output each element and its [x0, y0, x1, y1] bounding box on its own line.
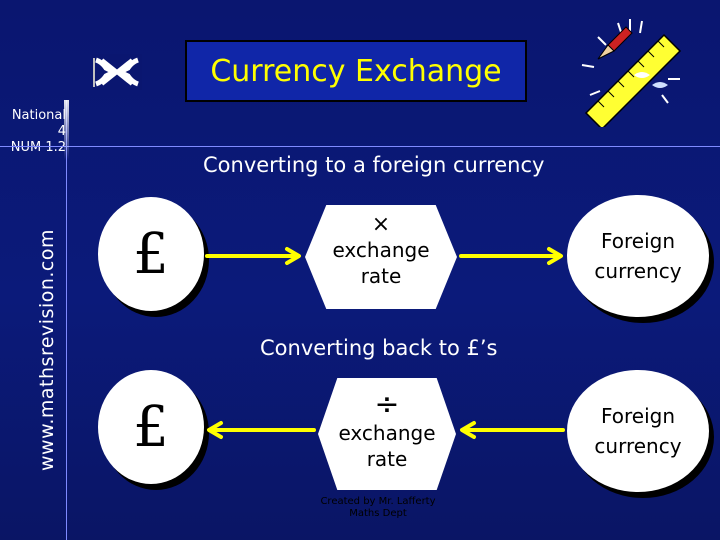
foreign-label-line1: Foreign: [594, 401, 681, 431]
divide-symbol: ÷: [318, 390, 456, 420]
foreign-label-line2: currency: [594, 256, 681, 286]
scottish-flag-icon: [92, 54, 142, 90]
foreign-label-line1: Foreign: [594, 226, 681, 256]
credit-line1: Created by Mr. Lafferty: [300, 496, 456, 508]
course-level-line1: National 4: [0, 108, 66, 140]
pound-symbol: £: [133, 395, 169, 460]
converting-back-heading: Converting back to £’s: [260, 336, 498, 360]
pound-symbol: £: [133, 222, 169, 287]
ruler-pencil-icon: [568, 15, 696, 127]
header-divider: [0, 146, 720, 147]
arrow-foreign-to-divide: [462, 423, 563, 437]
foreign-currency-circle-top: Foreign currency: [567, 195, 709, 317]
credit-line2: Maths Dept: [300, 508, 456, 520]
divide-label-line2: rate: [318, 446, 456, 472]
multiply-exchange-rate-box: × exchange rate: [305, 205, 457, 309]
arrow-pound-to-multiply: [207, 249, 299, 263]
sidebar-divider: [66, 100, 67, 540]
course-level-label: National 4 NUM 1.2: [0, 108, 66, 156]
pound-circle-bottom: £: [98, 370, 204, 484]
title-banner: Currency Exchange: [185, 40, 527, 102]
divide-label-line1: exchange: [318, 420, 456, 446]
multiply-label-line1: exchange: [305, 237, 457, 263]
credits: Created by Mr. Lafferty Maths Dept: [300, 496, 456, 520]
divider-glow: [64, 100, 69, 160]
pound-circle-top: £: [98, 197, 204, 311]
foreign-currency-circle-bottom: Foreign currency: [567, 370, 709, 492]
converting-to-heading: Converting to a foreign currency: [203, 153, 544, 177]
arrow-multiply-to-foreign: [461, 249, 561, 263]
course-level-line2: NUM 1.2: [0, 140, 66, 156]
page-title: Currency Exchange: [210, 54, 501, 89]
divide-exchange-rate-box: ÷ exchange rate: [318, 378, 456, 490]
multiply-symbol: ×: [305, 213, 457, 237]
site-url-label: www.mathsrevision.com: [37, 197, 57, 502]
foreign-label-line2: currency: [594, 431, 681, 461]
arrow-divide-to-pound: [209, 423, 314, 437]
site-url-text: www.mathsrevision.com: [36, 228, 58, 470]
multiply-label-line2: rate: [305, 263, 457, 289]
